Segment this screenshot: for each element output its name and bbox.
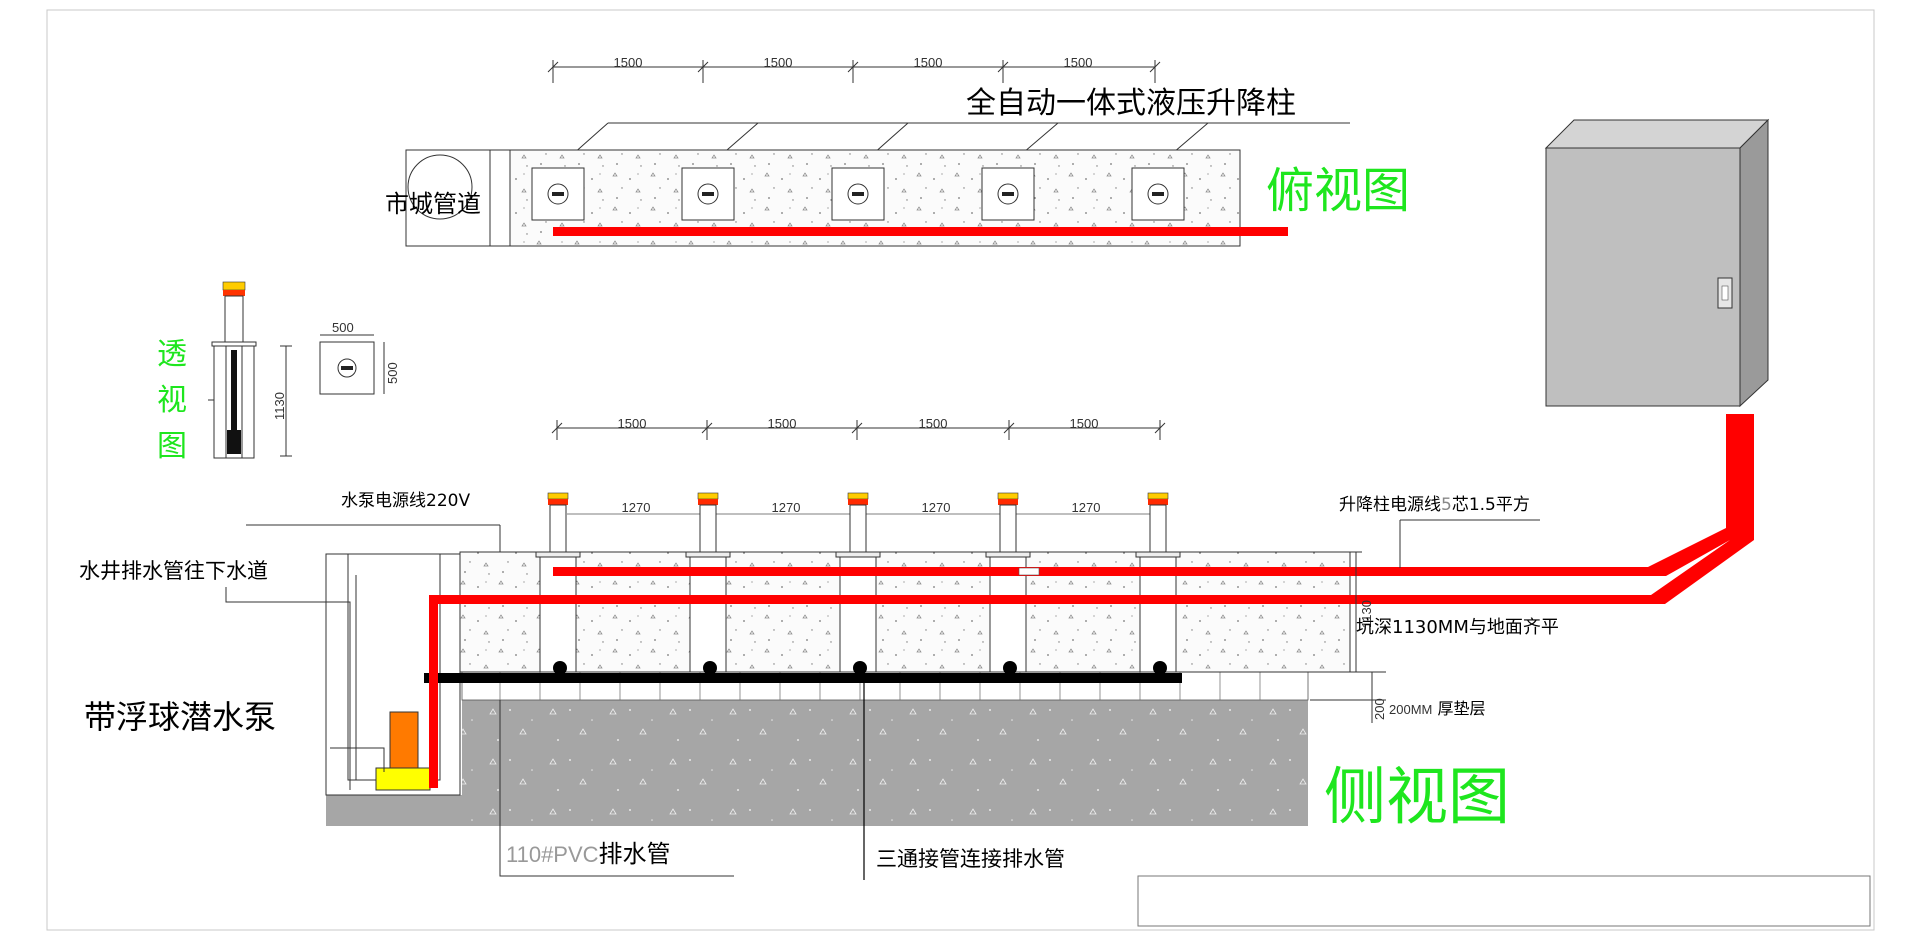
control-cabinet <box>1544 118 1770 408</box>
side-spacing-2: 1500 <box>768 416 797 431</box>
well-drain-label: 水井排水管往下水道 <box>79 559 268 583</box>
pump-cable-vertical <box>429 595 438 788</box>
pit-depth-label: 坑深1130MM与地面齐平 <box>1356 617 1559 638</box>
top-view-title: 全自动一体式液压升降柱 <box>966 86 1296 121</box>
bollard-power-label: 升降柱电源线5芯1.5平方 <box>1339 495 1530 515</box>
side-bollard-1 <box>535 492 581 558</box>
pump-cable <box>429 595 1651 604</box>
cabinet-cable-riser <box>1648 414 1754 604</box>
side-view-label: 侧视图 <box>1324 760 1510 833</box>
gap-dim-4: 1270 <box>1072 500 1101 515</box>
top-bollard-1 <box>531 167 585 221</box>
top-bollard-4 <box>981 167 1035 221</box>
pump-body <box>389 711 419 769</box>
tee-joint-label: 三通接管连接排水管 <box>876 847 1065 871</box>
plate-width-dim: 500 <box>332 320 354 335</box>
gap-dim-2: 1270 <box>772 500 801 515</box>
top-view-label: 俯视图 <box>1266 163 1410 219</box>
side-bollard-5 <box>1135 492 1181 558</box>
side-spacing-4: 1500 <box>1070 416 1099 431</box>
municipal-pipe-label: 市城管道 <box>385 190 481 218</box>
top-spacing-2: 1500 <box>764 55 793 70</box>
side-spacing-3: 1500 <box>919 416 948 431</box>
title-block <box>1137 875 1871 927</box>
pit-depth-dim: 1130 <box>1359 600 1374 628</box>
plate-height-dim: 500 <box>385 362 400 384</box>
bollard-cable <box>553 567 1648 576</box>
top-spacing-3: 1500 <box>914 55 943 70</box>
ground-layer <box>462 700 1308 826</box>
pump-power-label: 水泵电源线220V <box>341 491 470 511</box>
side-bollard-3 <box>835 492 881 558</box>
top-cable <box>553 227 1288 236</box>
pvc-drain-label: 110#PVC排水管 <box>506 840 671 868</box>
top-bollard-5 <box>1131 167 1185 221</box>
gap-dim-3: 1270 <box>922 500 951 515</box>
bed-thickness-dim: 200 <box>1372 698 1387 720</box>
top-spacing-4: 1500 <box>1064 55 1093 70</box>
perspective-label-1: 透 <box>157 337 187 372</box>
perspective-label-2: 视 <box>157 383 187 418</box>
side-bollard-4 <box>985 492 1031 558</box>
perspective-view: 透 视 图 1130 500 500 <box>157 281 400 464</box>
top-bollard-2 <box>681 167 735 221</box>
perspective-height-dim: 1130 <box>272 392 287 420</box>
top-spacing-1: 1500 <box>614 55 643 70</box>
drawing-frame <box>46 9 1875 931</box>
pump-label: 带浮球潜水泵 <box>84 698 276 736</box>
manhole-circle <box>407 154 473 220</box>
perspective-label-3: 图 <box>157 429 187 464</box>
side-spacing-1: 1500 <box>618 416 647 431</box>
side-view: 1500 1500 1500 1500 1270 1270 1270 1270 <box>79 414 1754 880</box>
top-view: 1500 1500 1500 1500 全自动一体式液压升降柱 市城管道 <box>385 55 1410 247</box>
side-bollard-2 <box>685 492 731 558</box>
drain-pipe <box>424 673 1182 683</box>
gap-dim-1: 1270 <box>622 500 651 515</box>
top-bollard-3 <box>831 167 885 221</box>
bed-layer-label: 200MM 厚垫层 <box>1389 699 1485 718</box>
